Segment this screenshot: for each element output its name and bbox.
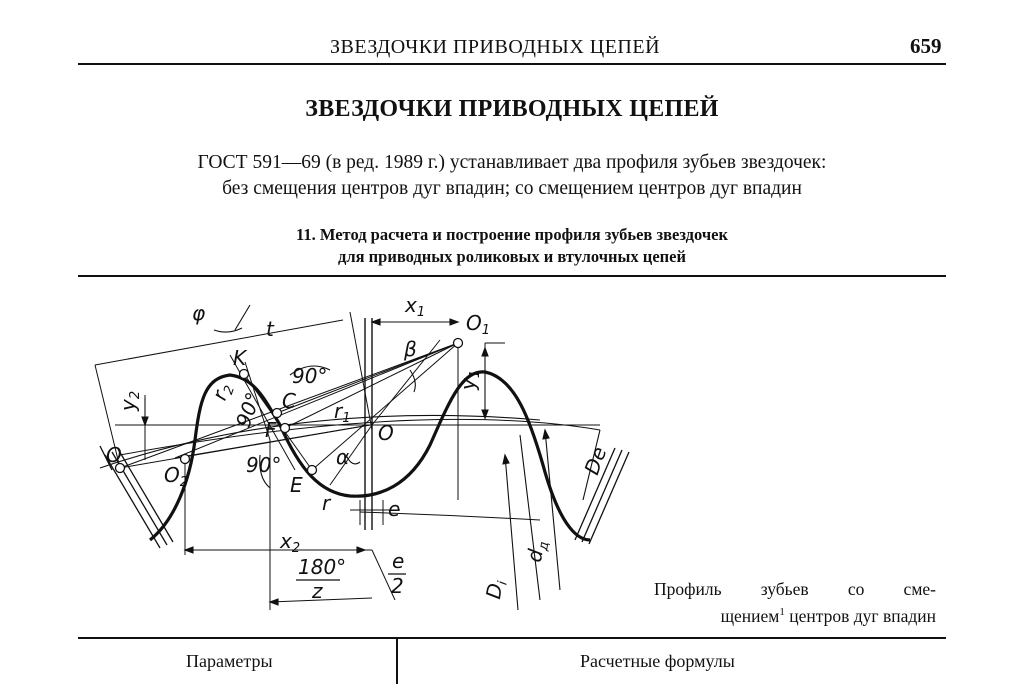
pitch-arc xyxy=(99,414,541,469)
label-180-num: 180° xyxy=(298,555,346,579)
label-y2: y2 xyxy=(116,391,143,412)
page-number: 659 xyxy=(910,34,942,58)
table-column-divider xyxy=(396,639,398,684)
label-90-bottom: 90° xyxy=(246,453,281,477)
label-o2: O2 xyxy=(164,463,188,490)
label-o-left: O xyxy=(106,443,122,467)
caption-word: зубьев xyxy=(760,579,809,599)
running-header-title: ЗВЕЗДОЧКИ ПРИВОДНЫХ ЦЕПЕЙ xyxy=(330,36,661,58)
label-x1: x1 xyxy=(404,293,425,320)
caption-line-2: щением xyxy=(720,605,780,626)
label-180-den: z xyxy=(311,579,323,603)
label-dd: dд xyxy=(522,538,552,564)
construction-points xyxy=(114,337,464,476)
footnote-marker: 1 xyxy=(779,606,785,618)
label-beta: β xyxy=(403,337,417,361)
label-f: F xyxy=(265,418,277,442)
label-o-center: O xyxy=(378,421,394,445)
table-caption-line-1: 11. Метод расчета и построение профиля з… xyxy=(296,225,728,244)
caption-word: со xyxy=(847,579,865,599)
table-top-rule xyxy=(78,275,946,277)
label-e-frac-den: 2 xyxy=(391,574,404,598)
label-e-frac-num: e xyxy=(392,549,404,573)
section-title: ЗВЕЗДОЧКИ ПРИВОДНЫХ ЦЕПЕЙ xyxy=(305,96,719,122)
caption-line-2-rest: центров дуг впадин xyxy=(784,605,936,626)
label-o1: O1 xyxy=(466,311,490,338)
label-de: De xyxy=(579,444,611,478)
inner-arc xyxy=(359,511,541,521)
intro-line-1: ГОСТ 591—69 (в ред. 1989 г.) устанавлива… xyxy=(197,152,827,173)
label-di: Di xyxy=(481,578,511,602)
label-k: K xyxy=(233,346,248,370)
table-caption-line-2: для приводных роликовых и втулочных цепе… xyxy=(338,247,686,266)
intro-line-2: без смещения центров дуг впадин; со смещ… xyxy=(222,178,802,199)
right-boundary-hatch xyxy=(574,447,630,545)
sprocket-tooth-profile-diagram: φ t x1 O1 β y1 90° K r2 90° C F r1 O y2 … xyxy=(94,293,630,611)
header-rule xyxy=(78,63,946,65)
label-e-point: E xyxy=(290,473,303,497)
label-alpha: α xyxy=(336,445,349,469)
label-c: C xyxy=(282,389,296,413)
table-header-formulas: Расчетные формулы xyxy=(580,651,735,671)
label-90-top: 90° xyxy=(292,364,327,388)
label-r: r xyxy=(322,491,332,515)
table-header-rule xyxy=(78,637,946,639)
label-y1: y1 xyxy=(456,370,483,391)
table-header-parameters: Параметры xyxy=(186,651,273,671)
dividing-arc xyxy=(119,418,601,456)
figure-caption: Профиль зубьев со сме- щением1 центров д… xyxy=(654,578,936,628)
caption-word: Профиль xyxy=(654,579,722,599)
label-x2: x2 xyxy=(279,529,300,556)
label-phi: φ xyxy=(192,301,205,325)
running-header: ЗВЕЗДОЧКИ ПРИВОДНЫХ ЦЕПЕЙ 659 xyxy=(0,30,1024,70)
tooth-profile-curve xyxy=(148,370,591,542)
label-e: e xyxy=(388,497,400,521)
dimension-lines xyxy=(141,304,601,611)
label-t: t xyxy=(266,317,275,341)
caption-word: сме- xyxy=(903,579,936,599)
label-r1: r1 xyxy=(334,399,351,426)
